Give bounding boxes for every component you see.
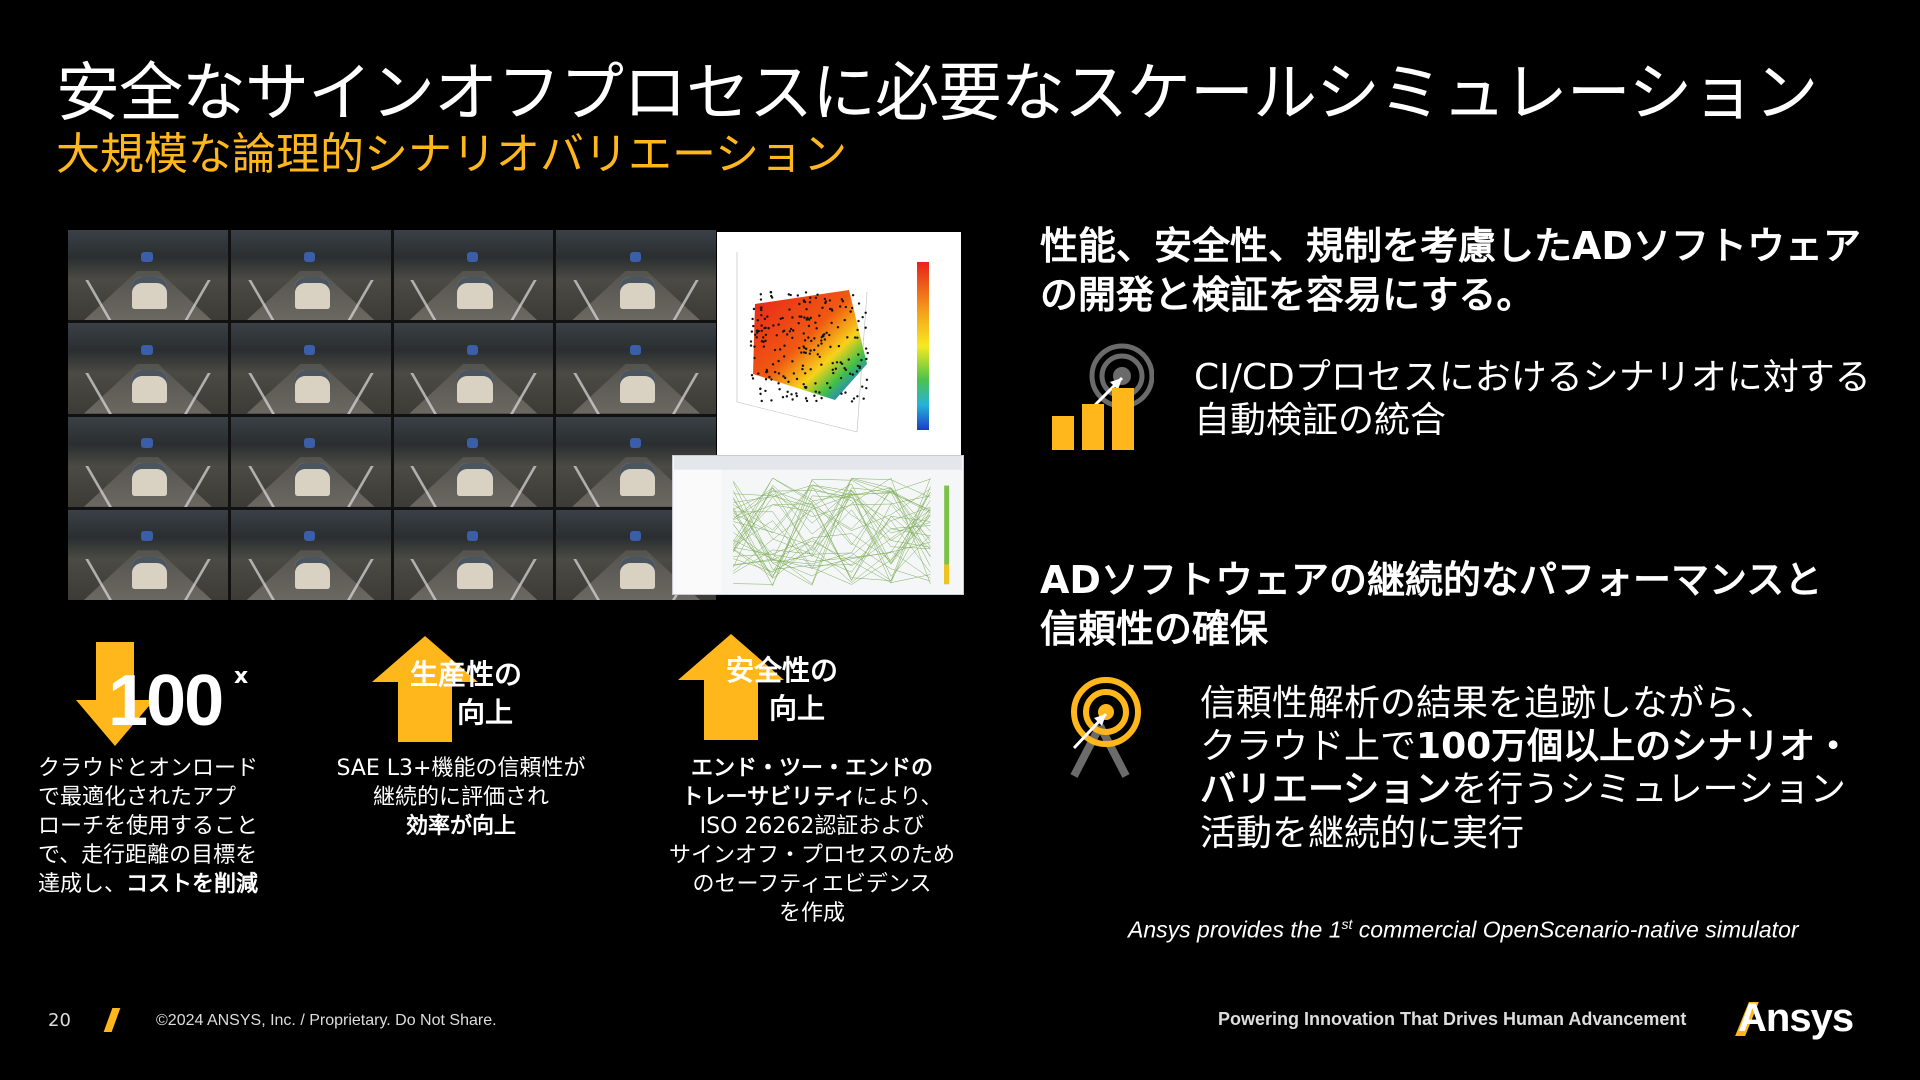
ansys-logo: Ansys [1738, 996, 1854, 1040]
up-arrow-icon [372, 636, 478, 742]
simulation-frame [393, 416, 554, 507]
simulation-frame [68, 416, 228, 507]
page-number: 20 [48, 1010, 71, 1031]
cost-description: クラウドとオンロード で最適化されたアプ ローチを使用すること で、走行距離の目… [38, 754, 258, 899]
cost-line: ローチを使用すること [38, 814, 259, 840]
simulation-frame [68, 230, 228, 321]
section1-body: CI/CDプロセスにおけるシナリオに対する 自動検証の統合 [1194, 357, 1871, 442]
scatter-plot-image [736, 252, 929, 433]
target-easel-icon [1070, 677, 1141, 778]
slide-title: 安全なサインオフプロセスに必要なスケールシミュレーション [56, 57, 1818, 131]
footer-accent-slash [103, 1008, 121, 1032]
cost-line: クラウドとオンロード [38, 756, 259, 781]
target-bar-chart-icon [1052, 343, 1154, 450]
simulation-frame [230, 323, 391, 414]
scatter-plot-screenshot [717, 232, 961, 458]
simulation-frame [556, 323, 716, 414]
simulation-frame [68, 509, 228, 600]
cost-line: で最適化されたアプ [38, 785, 237, 811]
safety-label: 安全性の 向上 [726, 654, 839, 725]
slide-subtitle: 大規模な論理的シナリオバリエーション [56, 129, 848, 180]
cost-line: 達成し、コストを削減 [38, 872, 259, 898]
simulation-frame [393, 323, 554, 414]
copyright: ©2024 ANSYS, Inc. / Proprietary. Do Not … [156, 1012, 497, 1029]
simulation-frame [230, 416, 391, 507]
safety-description: エンド・ツー・エンドの トレーサビリティにより、 ISO 26262認証および … [668, 756, 955, 927]
parallel-coordinates-screenshot [672, 455, 964, 595]
simulation-frame [230, 230, 391, 321]
section1-heading: 性能、安全性、規制を考慮したADソフトウェア の開発と検証を容易にする。 [1040, 224, 1861, 318]
simulation-frame [68, 323, 228, 414]
cost-big-value: 100 [108, 661, 224, 741]
tagline: Powering Innovation That Drives Human Ad… [1218, 1009, 1687, 1029]
section2-heading: ADソフトウェアの継続的なパフォーマンスと 信頼性の確保 [1040, 558, 1823, 652]
cost-line: で、走行距離の目標を [38, 843, 258, 869]
simulation-frame [556, 230, 716, 321]
section2-body: 信頼性解析の結果を追跡しながら、 クラウド上で100万個以上のシナリオ・ バリエ… [1200, 683, 1852, 854]
simulation-frames-mosaic [68, 230, 716, 600]
simulation-frame [230, 509, 391, 600]
up-arrow-icon [678, 634, 784, 740]
down-arrow-icon [76, 642, 154, 746]
parallel-coordinates-image [674, 456, 962, 594]
footnote: Ansys provides the 1st commercial OpenSc… [1128, 916, 1799, 943]
simulation-frame [393, 509, 554, 600]
simulation-frame [393, 230, 554, 321]
productivity-description: SAE L3+機能の信頼性が 継続的に評価され 効率が向上 [336, 756, 586, 840]
cost-big-suffix: x [234, 664, 249, 689]
productivity-label: 生産性の 向上 [410, 658, 523, 729]
